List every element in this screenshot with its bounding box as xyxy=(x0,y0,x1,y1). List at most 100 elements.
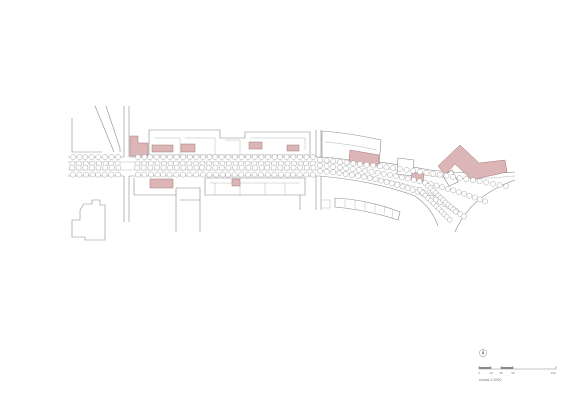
tree-canopy xyxy=(374,169,381,176)
tree-canopy xyxy=(212,164,219,171)
south-frontage xyxy=(133,177,306,232)
scale-tick-10: 10 xyxy=(489,371,493,375)
tree-canopy xyxy=(380,171,387,177)
tree-canopy xyxy=(219,171,226,178)
tree-canopy xyxy=(361,174,367,180)
tree-canopy xyxy=(323,168,330,175)
tree-canopy xyxy=(154,164,160,171)
tree-canopy xyxy=(303,154,310,160)
tree-canopy xyxy=(264,171,271,178)
tree-canopy xyxy=(212,154,218,160)
tree-canopy xyxy=(372,176,379,183)
tree-canopy xyxy=(446,216,453,223)
north-east-terrace xyxy=(321,130,425,183)
tree-canopy xyxy=(394,182,401,188)
tree-canopy xyxy=(245,154,251,160)
tree-canopy xyxy=(461,213,467,220)
tree-canopy xyxy=(362,168,369,174)
tree-canopy xyxy=(317,157,323,163)
tree-canopy xyxy=(310,164,317,171)
tree-canopy xyxy=(383,164,390,171)
tree-canopy xyxy=(323,163,330,169)
tree-canopy xyxy=(88,154,95,160)
tree-canopy xyxy=(444,185,451,192)
tree-canopy xyxy=(363,161,370,168)
tree-canopy xyxy=(206,171,213,178)
tree-canopy xyxy=(403,166,410,173)
tree-canopy xyxy=(238,164,245,171)
tree-canopy xyxy=(108,164,115,171)
tree-canopy xyxy=(463,176,470,182)
tree-canopy xyxy=(186,154,193,160)
tree-canopy xyxy=(283,154,290,160)
tree-canopy xyxy=(232,154,238,160)
tree-canopy xyxy=(368,168,375,175)
tree-canopy xyxy=(336,170,343,176)
tree-canopy xyxy=(83,171,89,178)
tree-canopy xyxy=(75,164,82,171)
tree-canopy xyxy=(82,154,88,160)
tree-canopy xyxy=(423,169,430,176)
tree-canopy xyxy=(173,164,180,171)
tree-canopy xyxy=(167,164,173,171)
tree-canopy xyxy=(310,171,316,178)
tree-canopy xyxy=(101,171,108,178)
tree-canopy xyxy=(503,183,510,190)
scale-tick-50: 50 xyxy=(511,371,515,375)
tree-canopy xyxy=(180,154,186,160)
tree-canopy xyxy=(205,164,212,171)
tree-canopy xyxy=(416,168,423,175)
south-east-terrace xyxy=(322,197,401,221)
tree-canopy xyxy=(303,171,310,178)
tree-canopy xyxy=(180,164,187,171)
tree-canopy xyxy=(173,171,180,178)
tree-canopy xyxy=(141,171,148,178)
street-trees xyxy=(69,154,510,223)
tree-canopy xyxy=(231,171,238,178)
tree-canopy xyxy=(355,173,361,179)
tree-canopy xyxy=(102,164,108,171)
tree-canopy xyxy=(389,180,395,187)
tree-canopy xyxy=(471,194,478,201)
tree-canopy xyxy=(193,171,199,178)
tree-canopy xyxy=(377,163,383,170)
tree-canopy xyxy=(461,191,467,197)
tree-canopy xyxy=(225,164,232,171)
tree-canopy xyxy=(264,164,270,171)
tree-canopy xyxy=(134,164,140,171)
tree-canopy xyxy=(297,154,303,160)
tree-canopy xyxy=(443,172,450,179)
tree-canopy xyxy=(160,154,167,160)
tree-canopy xyxy=(284,171,291,178)
tree-canopy xyxy=(135,154,141,160)
tree-canopy xyxy=(76,154,83,160)
tree-canopy xyxy=(271,171,278,178)
tree-canopy xyxy=(245,171,251,178)
tree-canopy xyxy=(409,187,416,193)
tree-canopy xyxy=(330,158,337,165)
tree-canopy xyxy=(396,166,403,172)
tree-canopy xyxy=(290,171,296,178)
tree-canopy xyxy=(349,172,355,178)
tree-canopy xyxy=(213,171,219,178)
tree-canopy xyxy=(258,164,265,171)
tree-canopy xyxy=(284,164,290,171)
tree-canopy xyxy=(383,179,390,185)
tree-canopy xyxy=(193,164,200,171)
tree-canopy xyxy=(317,162,323,169)
tree-canopy xyxy=(349,166,356,172)
tree-canopy xyxy=(115,154,121,160)
tree-canopy xyxy=(115,171,121,178)
tree-canopy xyxy=(439,184,446,191)
tree-canopy xyxy=(115,164,122,171)
tree-canopy xyxy=(337,159,343,165)
tree-canopy xyxy=(218,154,225,160)
scale-caption: schaal 1:2000 xyxy=(479,378,501,382)
tree-canopy xyxy=(366,175,373,181)
tree-canopy xyxy=(278,171,284,178)
tree-canopy xyxy=(466,192,473,199)
tree-canopy xyxy=(323,157,330,164)
tree-canopy xyxy=(387,172,393,178)
tree-canopy xyxy=(399,183,406,190)
tree-canopy xyxy=(336,164,343,171)
